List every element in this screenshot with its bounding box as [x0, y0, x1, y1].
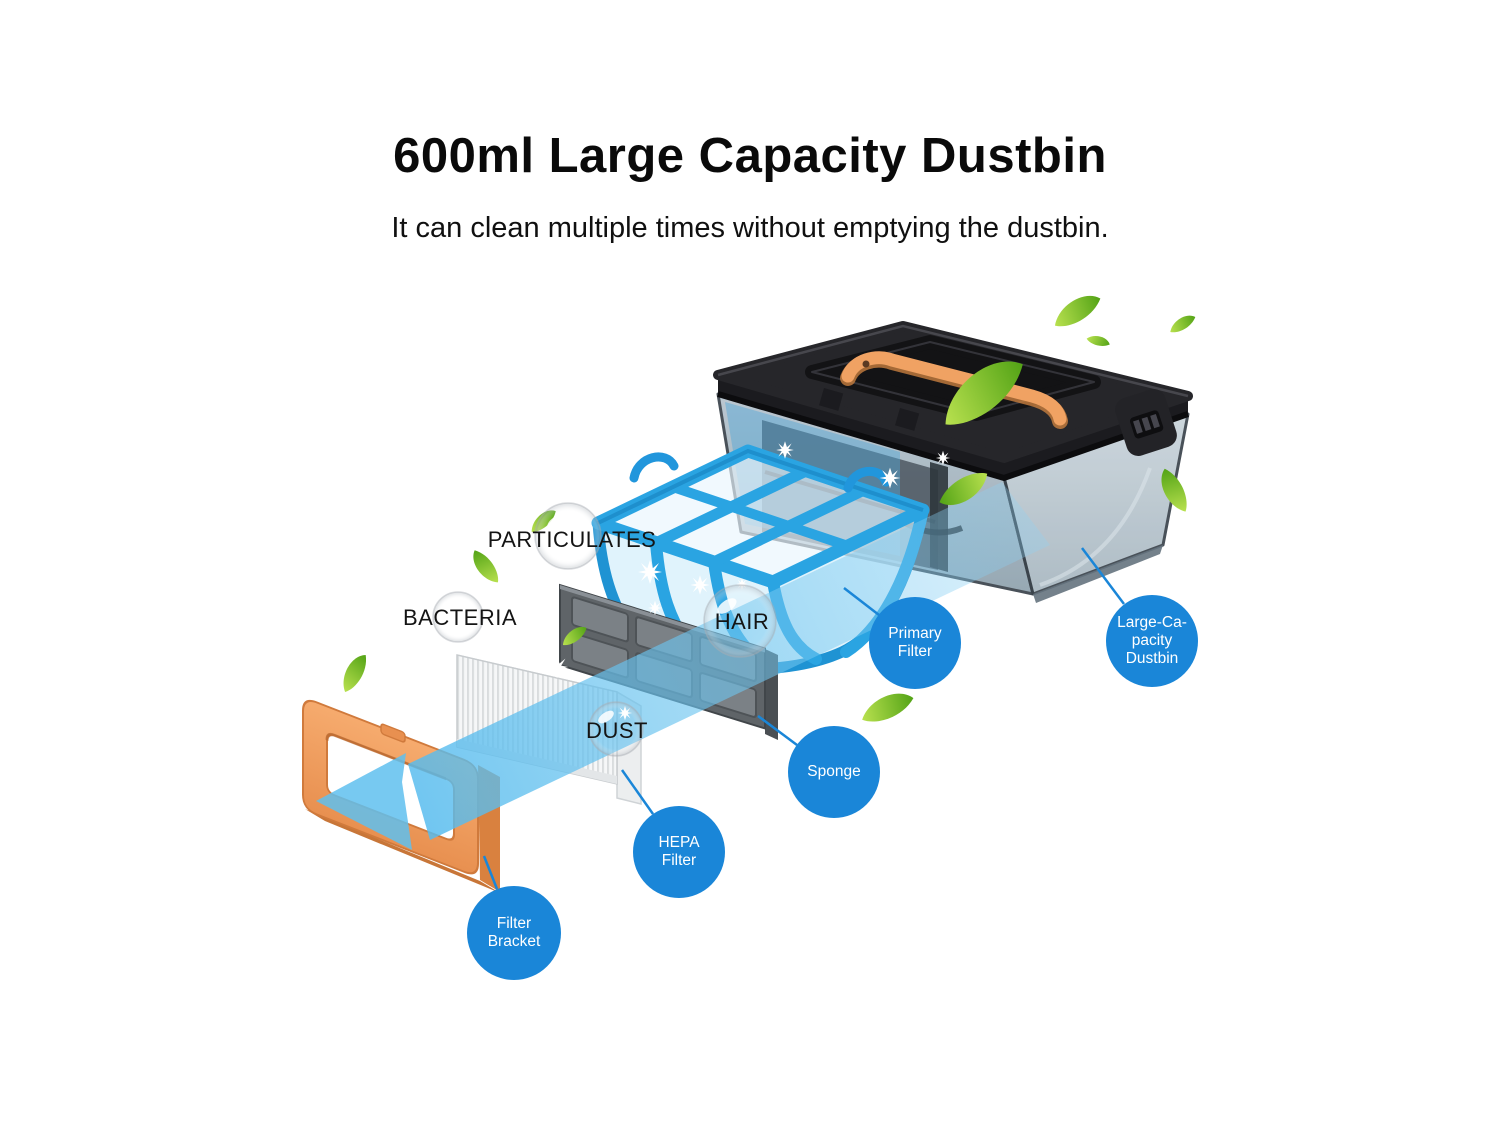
callout-primary-filter: Primary Filter: [869, 597, 961, 689]
callout-sponge: Sponge: [788, 726, 880, 818]
leader-line-dustbin: [1081, 547, 1125, 605]
leaf-icon: [1085, 331, 1112, 351]
page-title: 600ml Large Capacity Dustbin: [393, 129, 1107, 183]
sparkle-icon: [545, 655, 569, 679]
leaf-icon: [1166, 313, 1199, 335]
leader-line-primary-filter: [843, 587, 880, 616]
dustbin-handle: [840, 351, 1068, 429]
airflow-arrowhead: [316, 753, 412, 850]
dustbin-lid-highlight: [717, 324, 1189, 398]
airflow-arrow: [316, 482, 1050, 850]
dustbin-lid-opening-lip: [811, 341, 1095, 415]
leader-line-filter-bracket: [482, 855, 499, 890]
callout-hepa-filter: HEPA Filter: [633, 806, 725, 898]
callout-filter-bracket: Filter Bracket: [467, 886, 561, 980]
airflow-beam: [408, 482, 1050, 840]
label-dust: DUST: [586, 718, 648, 743]
dustbin-lid-clip: [895, 408, 920, 431]
leaf-icon: [1048, 291, 1106, 330]
label-bacteria: BACTERIA: [402, 605, 518, 630]
sparkle-icon: [690, 575, 710, 595]
label-hair: HAIR: [714, 609, 770, 634]
primary-filter-grid-shade: [597, 448, 924, 525]
bubble-icon: [432, 591, 484, 643]
bubble-icon: [588, 701, 644, 757]
sparkle-icon: [647, 600, 663, 616]
callout-large-capacity-dustbin: Large-Ca- pacity Dustbin: [1106, 595, 1198, 687]
sparkle-icon: [776, 441, 794, 459]
dustbin-bottom-edge: [1033, 545, 1163, 603]
leader-line-sponge: [757, 714, 798, 747]
dustbin-inner-wall-line: [1039, 467, 1152, 587]
dustbin-lid-clip: [819, 388, 844, 411]
bracket-bottom-face: [305, 809, 500, 893]
leader-lines: [482, 547, 1125, 890]
sparkle-icon: [935, 450, 951, 466]
leader-line-hepa-filter: [620, 769, 655, 815]
label-particulates: PARTICULATES: [487, 527, 657, 552]
dustbin-latch: [1115, 389, 1177, 456]
sparkle-icon: [638, 560, 662, 584]
bubbles: [432, 502, 777, 757]
leaf-icon: [334, 651, 375, 695]
bubble-icon: [534, 502, 602, 570]
bubble-icon: [703, 584, 777, 658]
leaf-icon: [858, 690, 917, 725]
sparkle-icon: [879, 467, 901, 489]
page-subtitle: It can clean multiple times without empt…: [391, 212, 1109, 244]
